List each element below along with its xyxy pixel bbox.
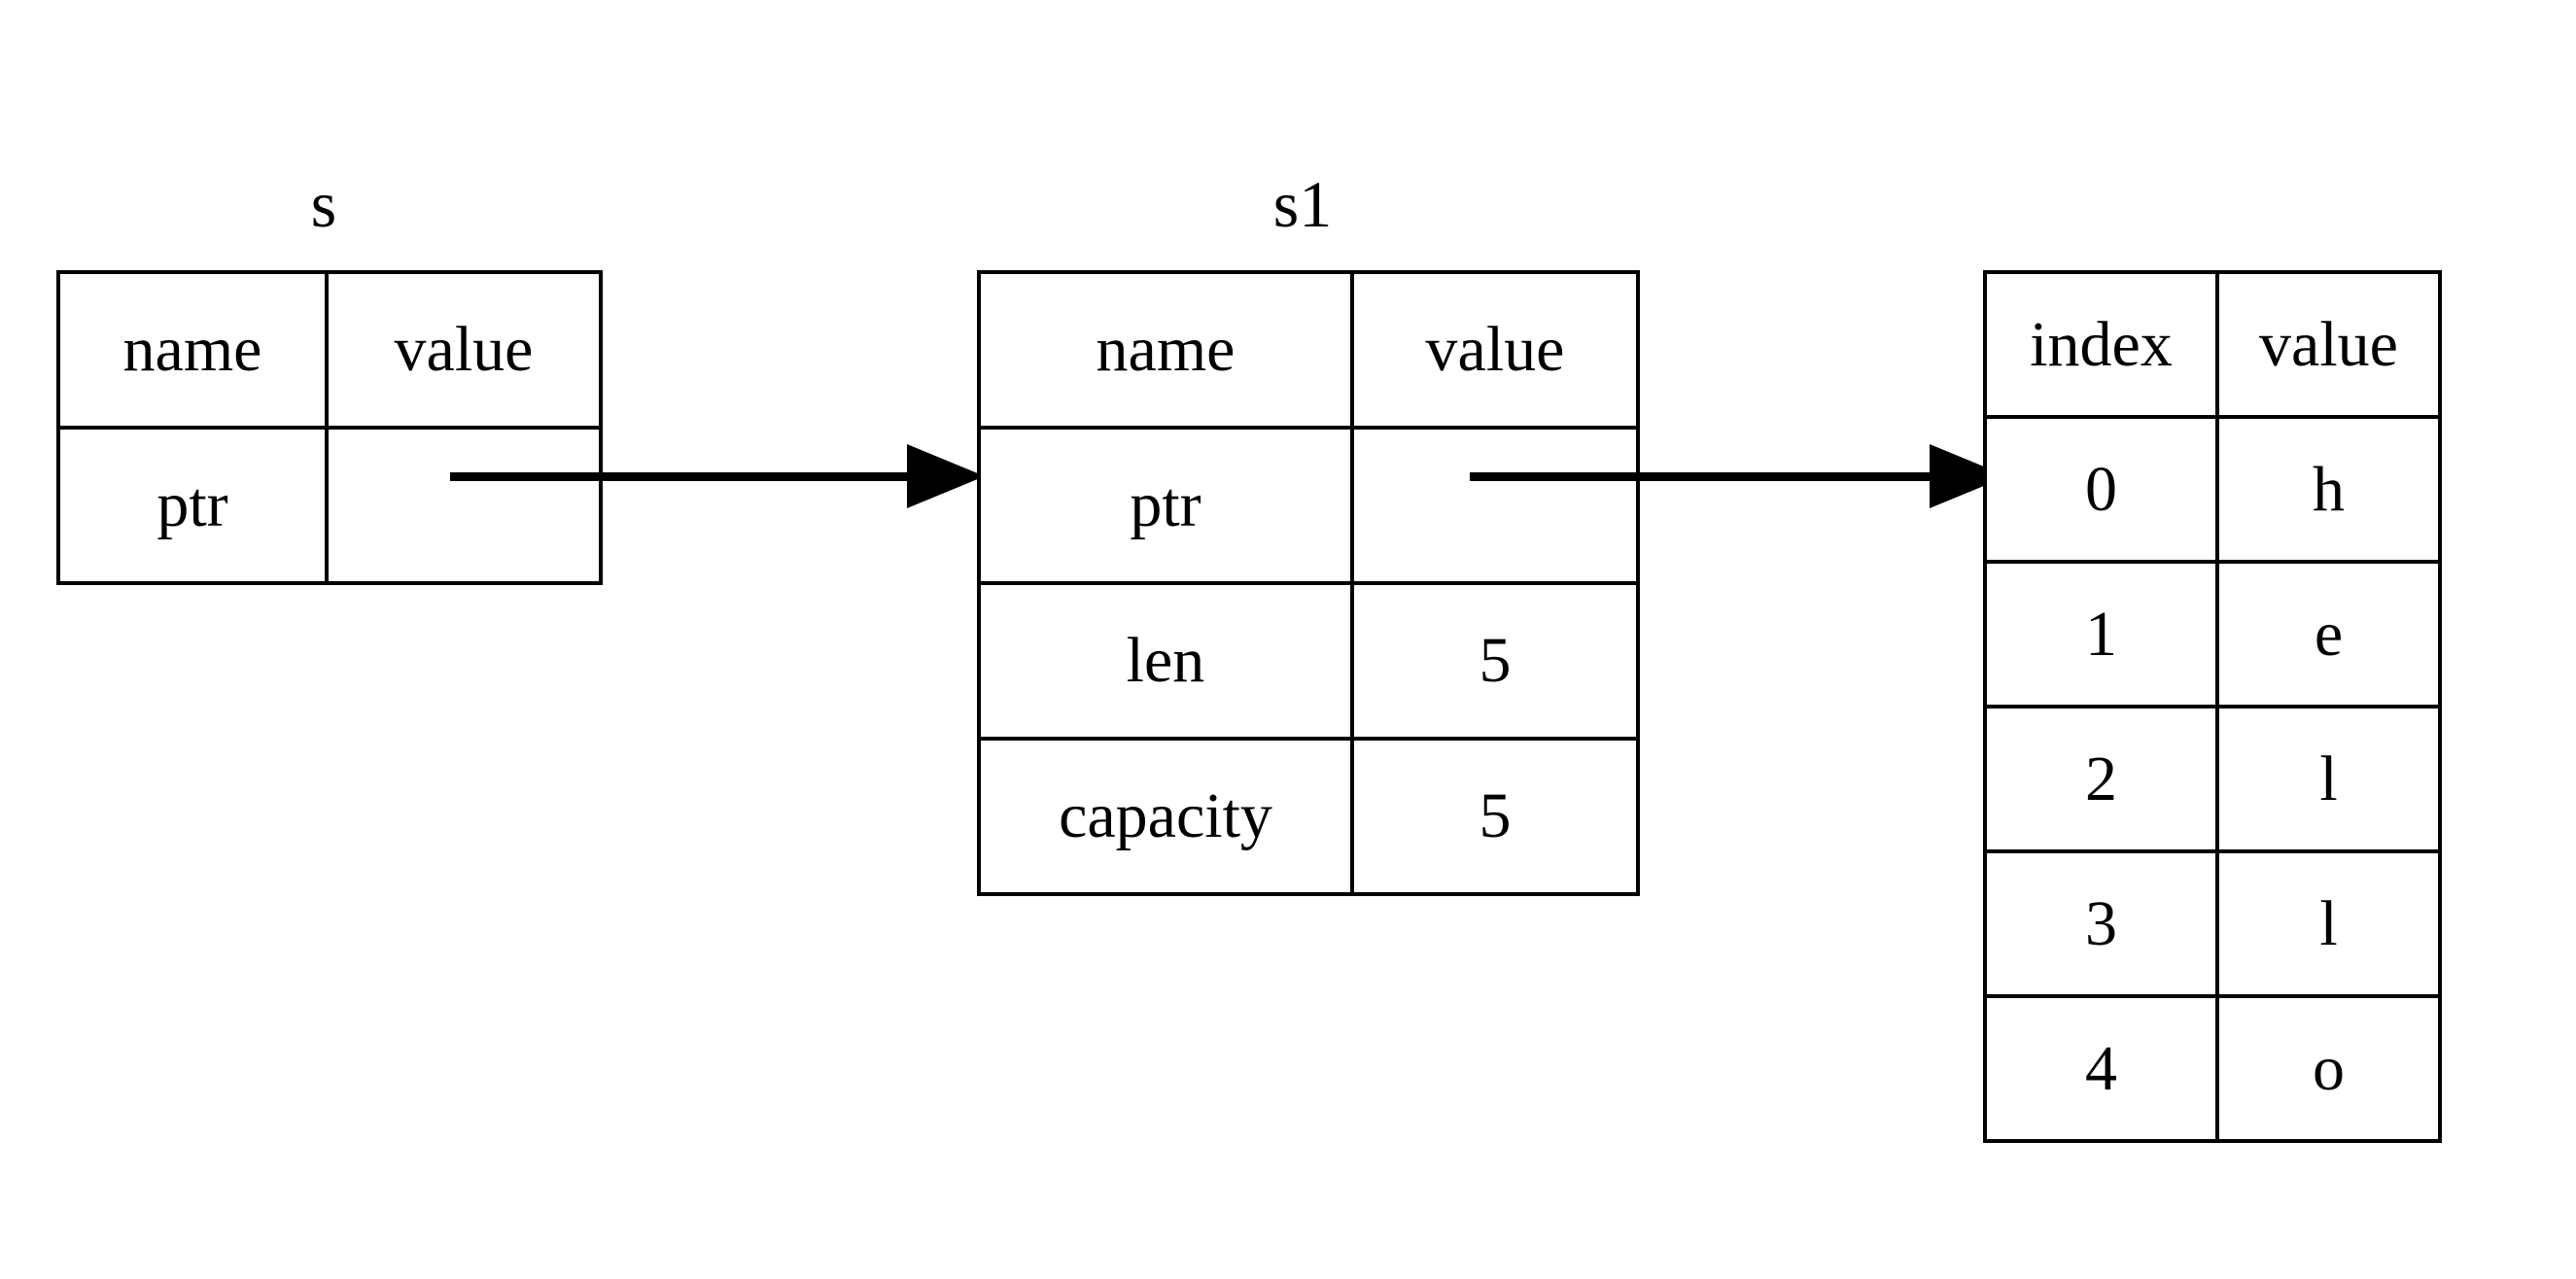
table-row: 3 l: [1983, 849, 2442, 998]
table-header-row: name value: [977, 270, 1640, 430]
cell-field-name: ptr: [977, 426, 1354, 585]
arrow-head-icon: [907, 444, 985, 508]
cell-value: l: [2215, 705, 2442, 853]
header-cell-value: value: [325, 270, 603, 430]
table-row: ptr: [977, 426, 1640, 585]
table-title-s1: s1: [1272, 167, 1333, 241]
cell-index: 2: [1983, 705, 2219, 853]
struct-table-s1: name value ptr len 5 capacity 5: [977, 270, 1640, 896]
header-cell-value: value: [1350, 270, 1640, 430]
cell-field-name: capacity: [977, 737, 1354, 896]
header-cell-index: index: [1983, 270, 2219, 419]
cell-field-name: ptr: [56, 426, 329, 585]
table-row: 4 o: [1983, 994, 2442, 1143]
cell-field-value: 5: [1350, 737, 1640, 896]
table-header-row: index value: [1983, 270, 2442, 419]
table-row: ptr: [56, 426, 603, 585]
table-header-row: name value: [56, 270, 603, 430]
cell-index: 3: [1983, 849, 2219, 998]
header-cell-name: name: [977, 270, 1354, 430]
header-cell-name: name: [56, 270, 329, 430]
table-row: len 5: [977, 581, 1640, 741]
cell-value: e: [2215, 560, 2442, 709]
cell-value: h: [2215, 415, 2442, 564]
table-row: 1 e: [1983, 560, 2442, 709]
header-cell-value: value: [2215, 270, 2442, 419]
table-row: capacity 5: [977, 737, 1640, 896]
table-title-s: s: [310, 167, 337, 241]
cell-index: 0: [1983, 415, 2219, 564]
cell-value: l: [2215, 849, 2442, 998]
cell-field-value: 5: [1350, 581, 1640, 741]
cell-field-value: [1350, 426, 1640, 585]
cell-field-value: [325, 426, 603, 585]
array-table-heap: index value 0 h 1 e 2 l 3 l 4 o: [1983, 270, 2442, 1143]
table-row: 2 l: [1983, 705, 2442, 853]
cell-index: 4: [1983, 994, 2219, 1143]
struct-table-s: name value ptr: [56, 270, 603, 585]
cell-value: o: [2215, 994, 2442, 1143]
table-row: 0 h: [1983, 415, 2442, 564]
cell-field-name: len: [977, 581, 1354, 741]
cell-index: 1: [1983, 560, 2219, 709]
